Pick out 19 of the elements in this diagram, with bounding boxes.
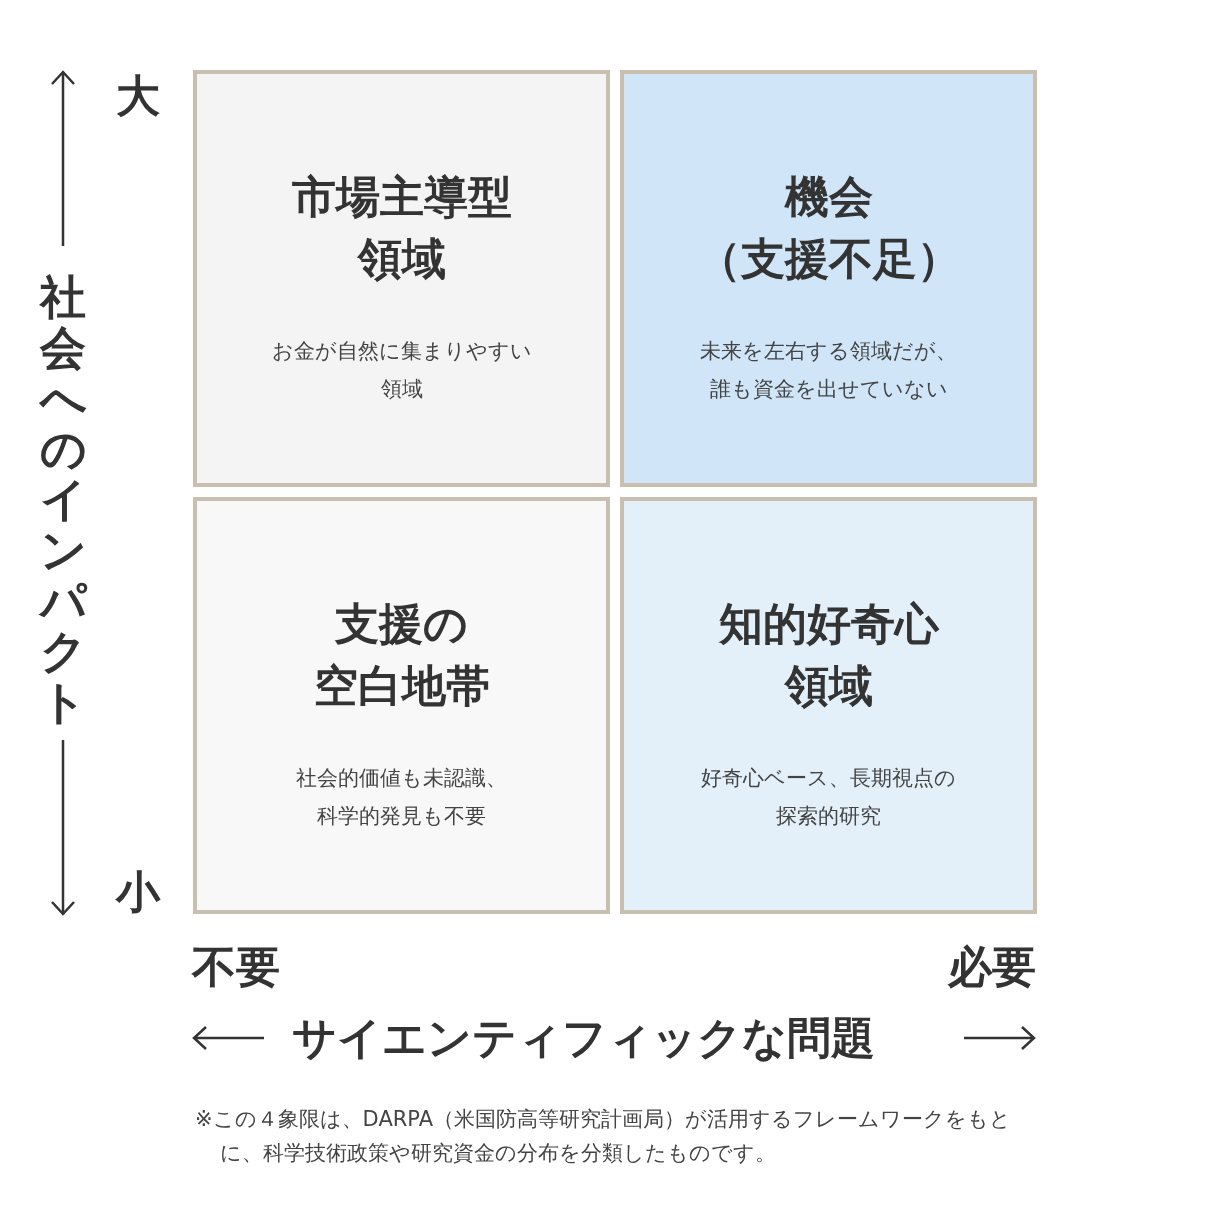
axis-label: 大 [116,69,160,123]
quadrant-box [620,497,1037,914]
footnote: ※この４象限は、DARPA（米国防高等研究計画局）が活用するフレームワークをもとに、科学技術政策や研究資金の分布を分類したものです。 [195,1106,1013,1167]
quadrant-description: 未来を左右する領域だが、誰も資金を出せていない [700,338,957,403]
axis-label: 小 [116,865,160,919]
quadrant-description: 社会的価値も未認識、科学的発見も不要 [296,765,507,830]
quadrant-description: お金が自然に集まりやすい領域 [271,338,532,403]
quadrant-heading: 市場主導型領域 [291,170,512,286]
axis-title: 社会へのインパクト [40,272,86,728]
axis-label: 必要 [948,940,1036,994]
quadrant-box [620,70,1037,487]
quadrant-description: 好奇心ベース、長期視点の探索的研究 [701,765,956,830]
quadrant-heading: 機会（支援不足） [696,170,961,286]
quadrant-box [193,70,610,487]
axis-label: 不要 [192,940,280,994]
quadrant-heading: 支援の空白地帯 [313,597,490,713]
quadrant-heading: 知的好奇心領域 [718,597,939,713]
quadrant-box [193,497,610,914]
axis-title: サイエンティフィックな問題 [292,1011,876,1065]
